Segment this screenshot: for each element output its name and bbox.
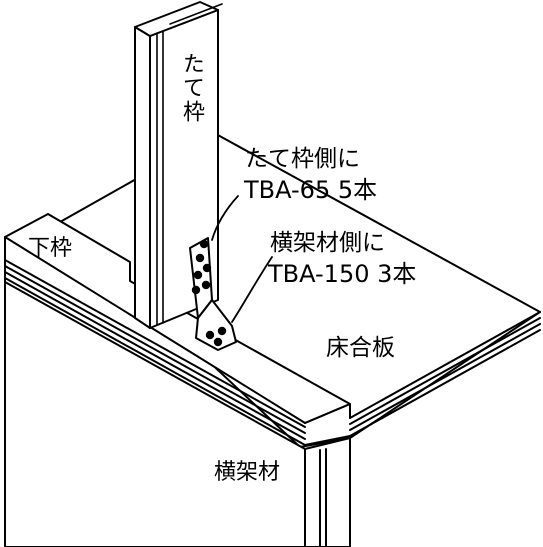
stud-top-face: [134, 1, 219, 37]
bottom-plate-label: 下枠: [28, 236, 73, 261]
joist-side-note-line2: TBA-150 3本: [268, 260, 417, 288]
joist-side-note-line1: 横架材側に: [270, 230, 385, 256]
bracket-hardware: [189, 237, 237, 351]
stud-side-note-line1: たて枠側に: [245, 146, 360, 172]
leader-lines: [211, 195, 273, 323]
bottom-plate-edge: [4, 259, 306, 446]
floor-board-label: 床合板: [326, 335, 395, 361]
stud-label: たて枠: [179, 52, 204, 124]
floor-board-edge: [349, 311, 541, 437]
joist-label: 横架材: [214, 460, 281, 485]
joist-end-face: [304, 437, 351, 547]
stud-front-face: [134, 26, 151, 329]
stud-side-note-line2: TBA-65 5本: [244, 176, 378, 204]
